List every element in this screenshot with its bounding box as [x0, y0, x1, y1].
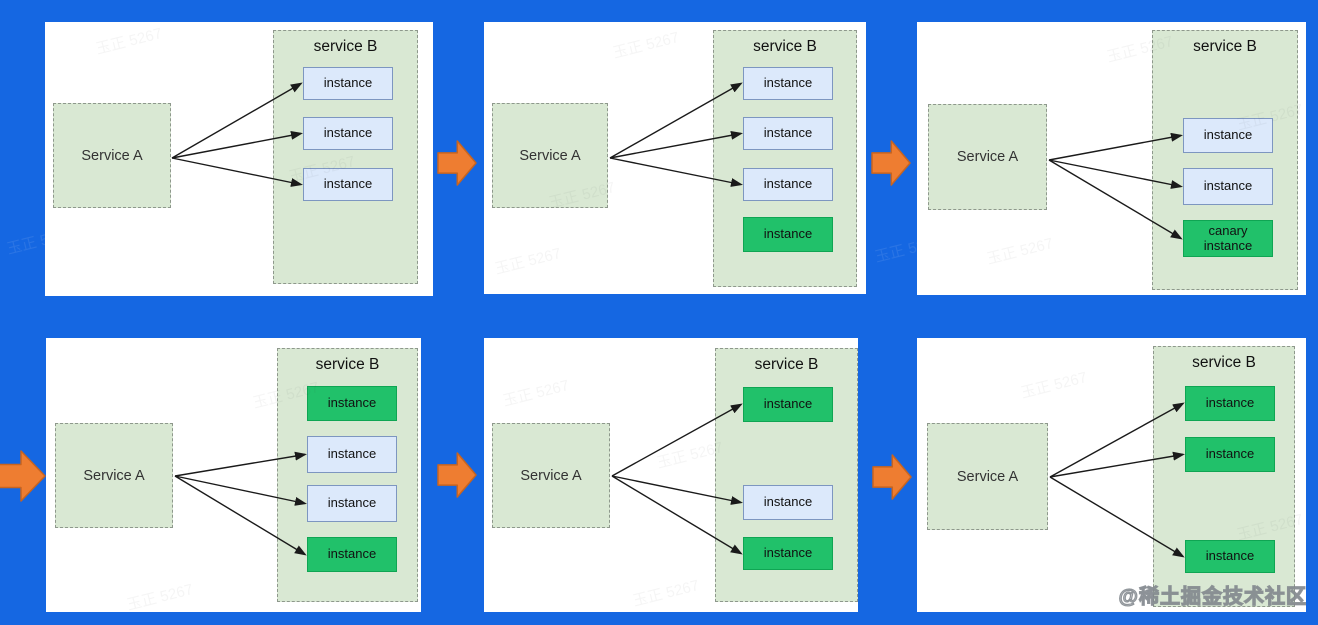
service-b-title: service B — [313, 38, 378, 55]
instance-label: instance — [327, 395, 377, 411]
canary-instance-box: instance — [743, 387, 833, 422]
service-a-box: Service A — [928, 104, 1047, 210]
next-step-arrow-icon — [437, 452, 477, 498]
flow-panel-6: service B Service A instance instance instan… — [917, 338, 1306, 612]
next-step-arrow-icon — [872, 454, 912, 500]
instance-label: canary instance — [1203, 222, 1253, 253]
canary-instance-box: instance — [1185, 437, 1275, 472]
canary-instance-box: canary instance — [1183, 220, 1273, 257]
service-a-box: Service A — [492, 103, 608, 208]
instance-box: instance — [743, 168, 833, 201]
instance-box: instance — [303, 168, 393, 201]
instance-box: instance — [1183, 118, 1273, 153]
instance-label: instance — [763, 226, 813, 242]
brand-watermark: @稀土掘金技术社区 — [1118, 585, 1307, 608]
canary-instance-box: instance — [1185, 540, 1275, 573]
canary-instance-box: instance — [307, 537, 397, 572]
instance-label: instance — [763, 494, 813, 510]
instance-label: instance — [1203, 127, 1253, 143]
instance-box: instance — [303, 67, 393, 100]
flow-panel-3: service B Service A instance instance canary… — [917, 22, 1306, 295]
instance-box: instance — [303, 117, 393, 150]
instance-label: instance — [1203, 178, 1253, 194]
flow-panel-4: service B Service A instance instance instan… — [46, 338, 421, 612]
next-step-arrow-icon — [0, 450, 46, 502]
service-b-title: service B — [315, 356, 380, 373]
instance-label: instance — [323, 125, 373, 141]
instance-label: instance — [327, 495, 377, 511]
next-step-arrow-icon — [437, 140, 477, 186]
next-step-arrow-icon — [871, 140, 911, 186]
instance-box: instance — [1183, 168, 1273, 205]
service-a-label: Service A — [956, 149, 1019, 165]
instance-label: instance — [763, 75, 813, 91]
flow-panel-5: service B Service A instance instance instan… — [484, 338, 858, 612]
service-a-box: Service A — [53, 103, 171, 208]
service-a-box: Service A — [492, 423, 610, 528]
canary-instance-box: instance — [307, 386, 397, 421]
instance-box: instance — [743, 67, 833, 100]
instance-label: instance — [1205, 446, 1255, 462]
instance-box: instance — [307, 436, 397, 473]
service-b-title: service B — [1193, 38, 1257, 55]
instance-box: instance — [307, 485, 397, 522]
instance-label: instance — [1205, 548, 1255, 564]
canary-instance-box: instance — [1185, 386, 1275, 421]
instance-label: instance — [327, 546, 377, 562]
service-b-title: service B — [753, 38, 817, 55]
instance-box: instance — [743, 485, 833, 520]
instance-box: instance — [743, 117, 833, 150]
instance-label: instance — [763, 176, 813, 192]
instance-label: instance — [327, 446, 377, 462]
instance-label: instance — [763, 396, 813, 412]
instance-label: instance — [763, 125, 813, 141]
instance-label: instance — [1205, 395, 1255, 411]
service-a-label: Service A — [956, 468, 1019, 485]
service-a-box: Service A — [927, 423, 1048, 530]
instance-label: instance — [323, 176, 373, 192]
service-b-title: service B — [1192, 354, 1256, 371]
flow-panel-2: service B Service A instance instance instan… — [484, 22, 866, 294]
service-a-label: Service A — [520, 467, 582, 484]
instance-label: instance — [323, 75, 373, 91]
canary-instance-box: instance — [743, 537, 833, 570]
service-a-label: Service A — [81, 147, 143, 164]
service-a-box: Service A — [55, 423, 173, 528]
instance-label: instance — [763, 545, 813, 561]
service-b-title: service B — [754, 356, 819, 373]
service-a-label: Service A — [83, 467, 145, 484]
flow-panel-1: service B Service A instance instance instan… — [45, 22, 433, 296]
canary-instance-box: instance — [743, 217, 833, 252]
service-a-label: Service A — [519, 147, 581, 164]
